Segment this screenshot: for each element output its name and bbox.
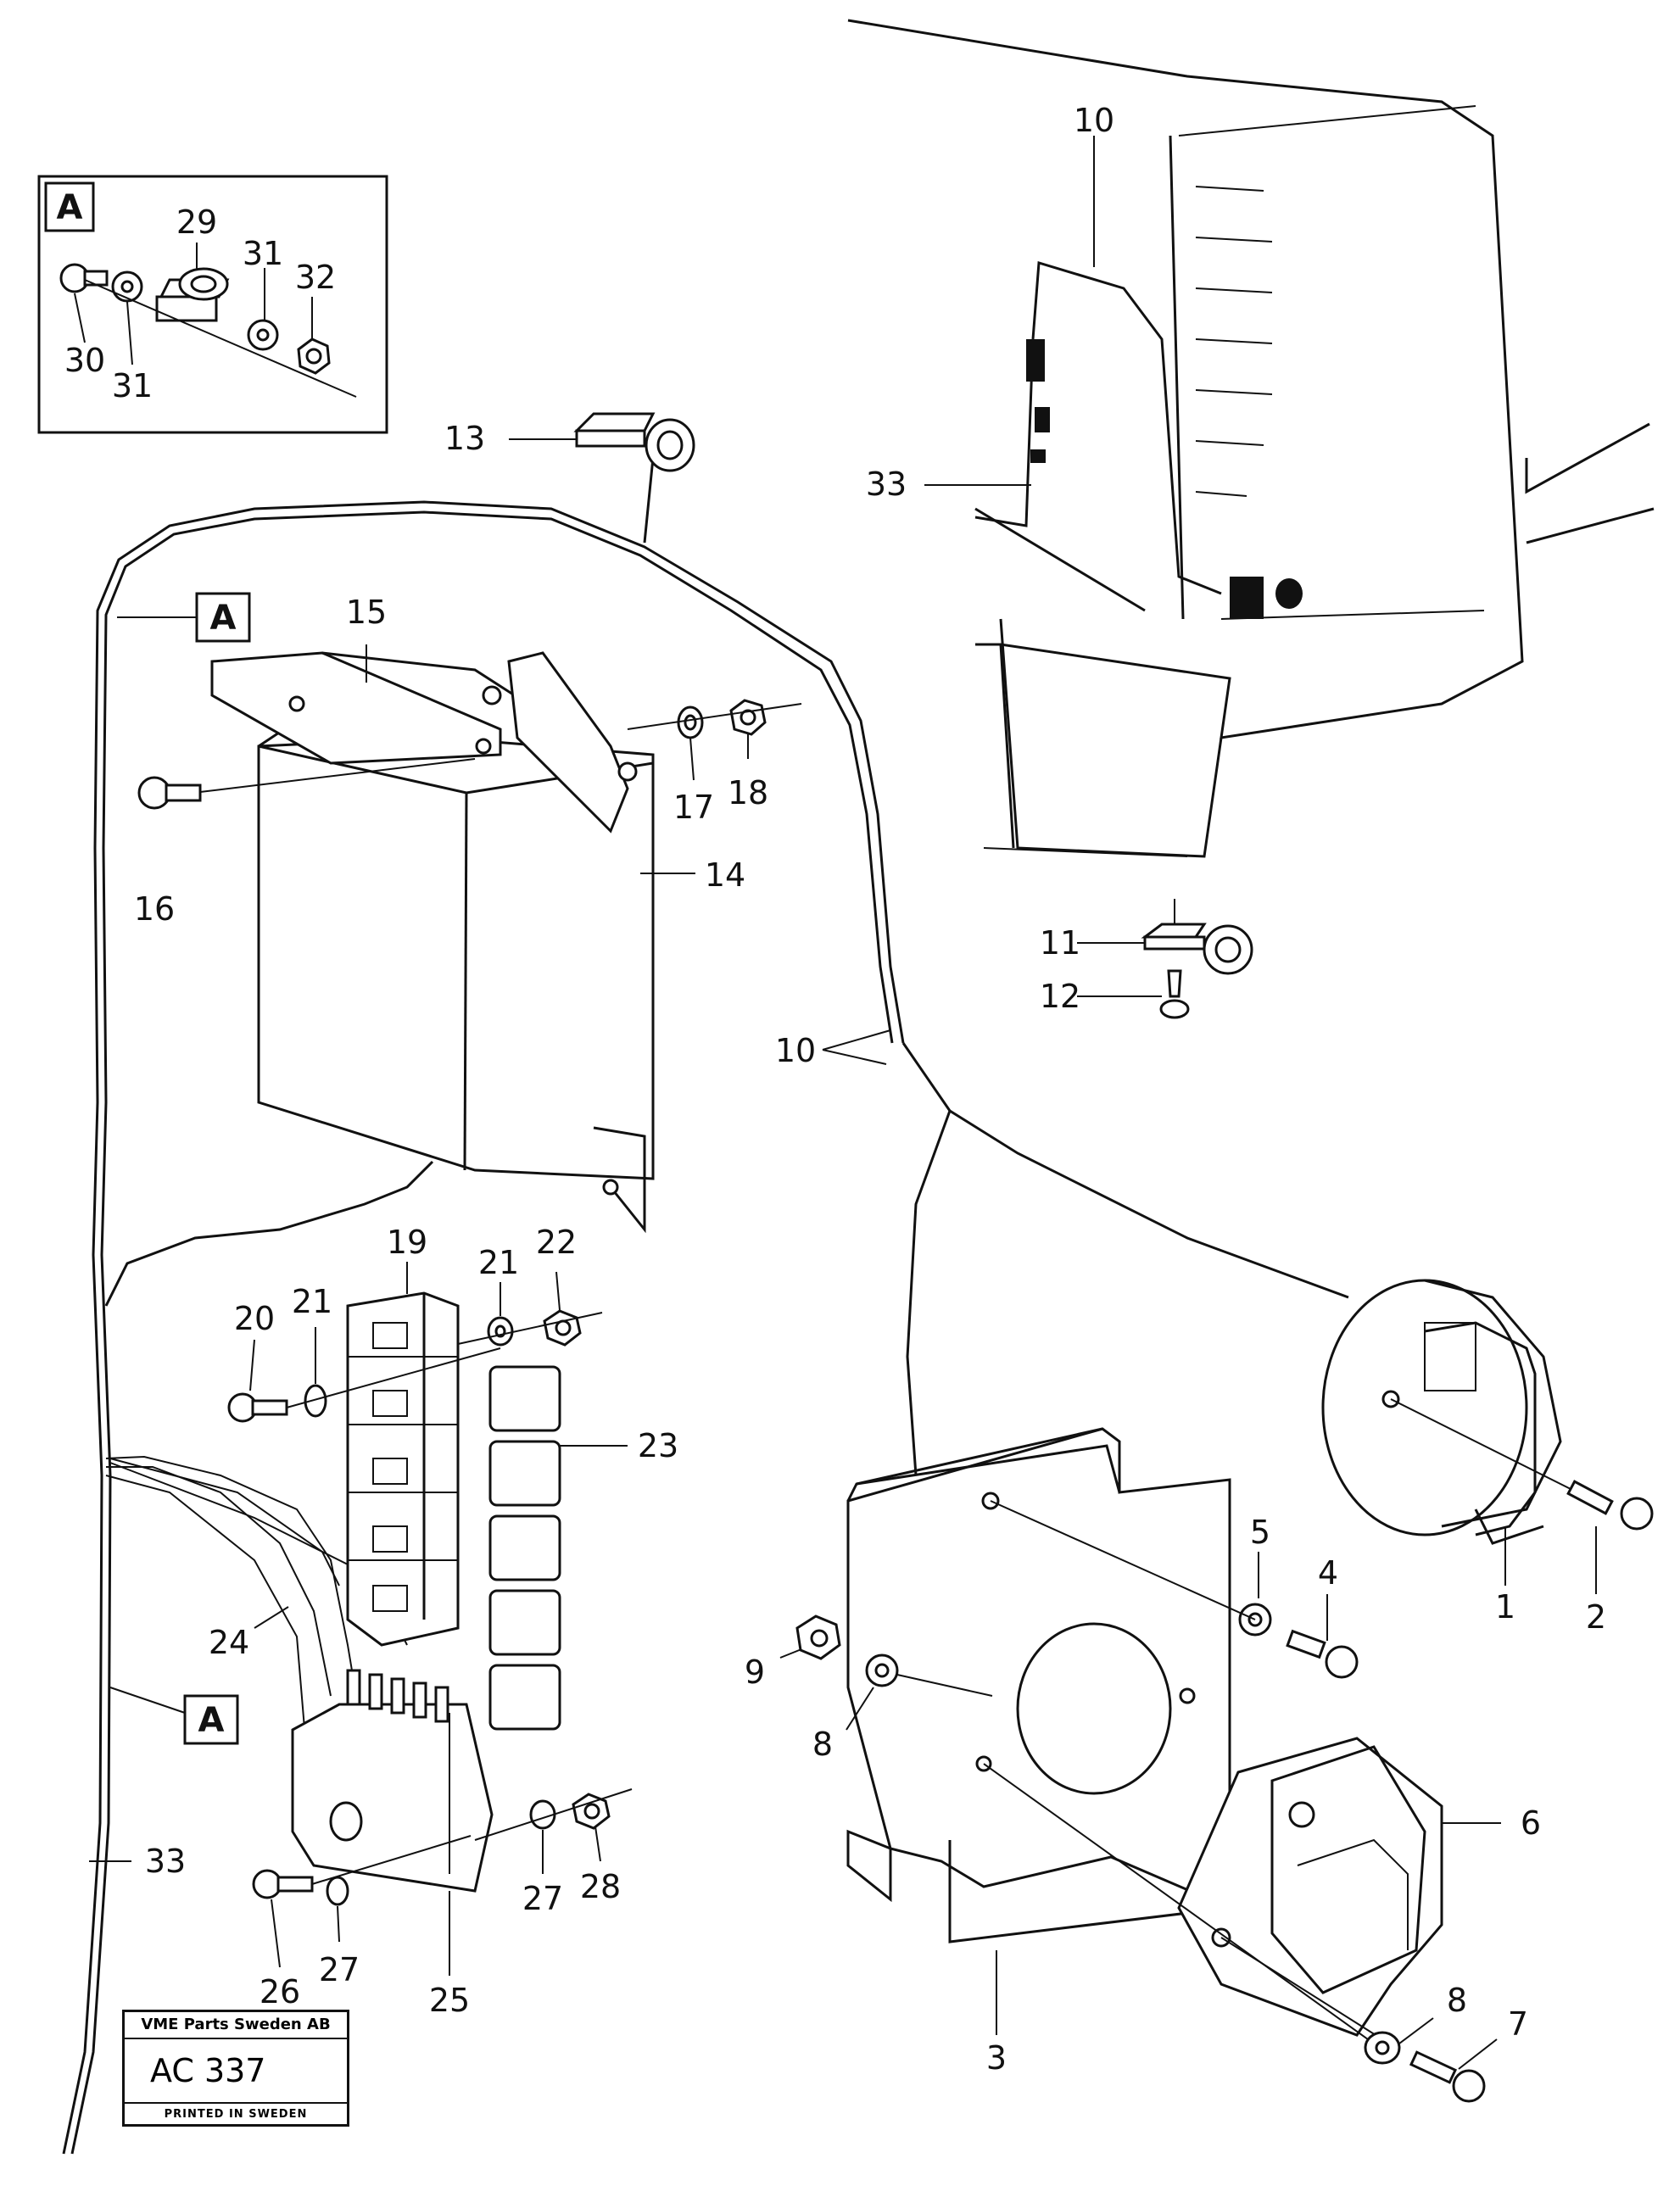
callout-12: 12 bbox=[1040, 978, 1080, 1015]
callout-33-low: 33 bbox=[145, 1843, 186, 1880]
callout-10-mid: 10 bbox=[775, 1032, 816, 1069]
relays-23 bbox=[488, 1365, 628, 1731]
callout-23: 23 bbox=[638, 1427, 678, 1464]
detail-label-31b: 31 bbox=[112, 367, 153, 404]
detail-box-letter: A bbox=[57, 188, 83, 227]
fuse-box-25 bbox=[291, 1669, 494, 1893]
relay-holder-19 bbox=[346, 1262, 460, 1647]
stamp-code: AC 337 bbox=[125, 2039, 347, 2104]
callout-11: 11 bbox=[1040, 924, 1080, 962]
section-marker-a2: A bbox=[109, 1687, 239, 1745]
callout-7: 7 bbox=[1508, 2005, 1528, 2043]
socket-6 bbox=[983, 1737, 1501, 2044]
control-unit-14 bbox=[257, 719, 695, 1234]
callout-14: 14 bbox=[705, 856, 745, 894]
detail-label-29: 29 bbox=[176, 204, 217, 241]
detail-label-31a: 31 bbox=[243, 235, 283, 272]
svg-text:A: A bbox=[210, 599, 237, 638]
bracket-15 bbox=[210, 644, 638, 834]
drawing-stamp: VME Parts Sweden AB AC 337 PRINTED IN SW… bbox=[122, 2010, 349, 2127]
callout-27a: 27 bbox=[522, 1880, 563, 1917]
svg-text:A: A bbox=[198, 1701, 225, 1740]
callout-6: 6 bbox=[1521, 1804, 1541, 1842]
callout-3: 3 bbox=[986, 2039, 1007, 2077]
detail-label-32: 32 bbox=[295, 259, 336, 296]
callout-21b: 21 bbox=[292, 1283, 332, 1320]
section-marker-a1: A bbox=[117, 592, 251, 643]
callout-26: 26 bbox=[260, 1973, 300, 2010]
callout-24: 24 bbox=[209, 1624, 249, 1661]
callout-18: 18 bbox=[728, 774, 768, 811]
callout-28: 28 bbox=[580, 1868, 621, 1905]
callout-13: 13 bbox=[444, 420, 485, 457]
detail-bolt bbox=[59, 263, 109, 293]
bracket-3 bbox=[846, 1427, 1231, 2035]
callout-1: 1 bbox=[1495, 1588, 1515, 1626]
callout-5: 5 bbox=[1250, 1514, 1270, 1551]
stamp-company: VME Parts Sweden AB bbox=[125, 2012, 347, 2039]
callout-21a: 21 bbox=[478, 1244, 519, 1281]
callout-33-top: 33 bbox=[866, 466, 907, 503]
detail-clamp bbox=[155, 267, 230, 322]
callout-16: 16 bbox=[134, 890, 175, 928]
machine-body bbox=[847, 19, 1655, 858]
screw-12 bbox=[1077, 969, 1190, 1019]
callout-8b: 8 bbox=[1447, 1982, 1467, 2019]
callout-25: 25 bbox=[429, 1982, 470, 2019]
callout-10-top: 10 bbox=[1074, 102, 1114, 139]
callout-9: 9 bbox=[745, 1653, 765, 1691]
callout-2: 2 bbox=[1586, 1598, 1606, 1636]
stamp-printed: PRINTED IN SWEDEN bbox=[164, 2108, 308, 2121]
callout-19: 19 bbox=[387, 1224, 427, 1261]
socket-1 bbox=[1321, 1279, 1578, 1586]
clamp-13 bbox=[509, 412, 695, 472]
callout-22: 22 bbox=[536, 1224, 577, 1261]
clamp-11 bbox=[1077, 899, 1253, 975]
callout-4: 4 bbox=[1318, 1554, 1338, 1592]
bolt-16 bbox=[137, 758, 476, 810]
callout-15: 15 bbox=[346, 594, 387, 631]
callout-20: 20 bbox=[234, 1300, 275, 1337]
callout-27b: 27 bbox=[319, 1951, 360, 1988]
callout-17: 17 bbox=[673, 789, 714, 826]
detail-box-a: A 29 30 31 31 32 bbox=[37, 175, 388, 434]
callout-8a: 8 bbox=[812, 1726, 833, 1763]
detail-label-30: 30 bbox=[64, 342, 105, 379]
main-harness bbox=[62, 423, 1349, 2155]
